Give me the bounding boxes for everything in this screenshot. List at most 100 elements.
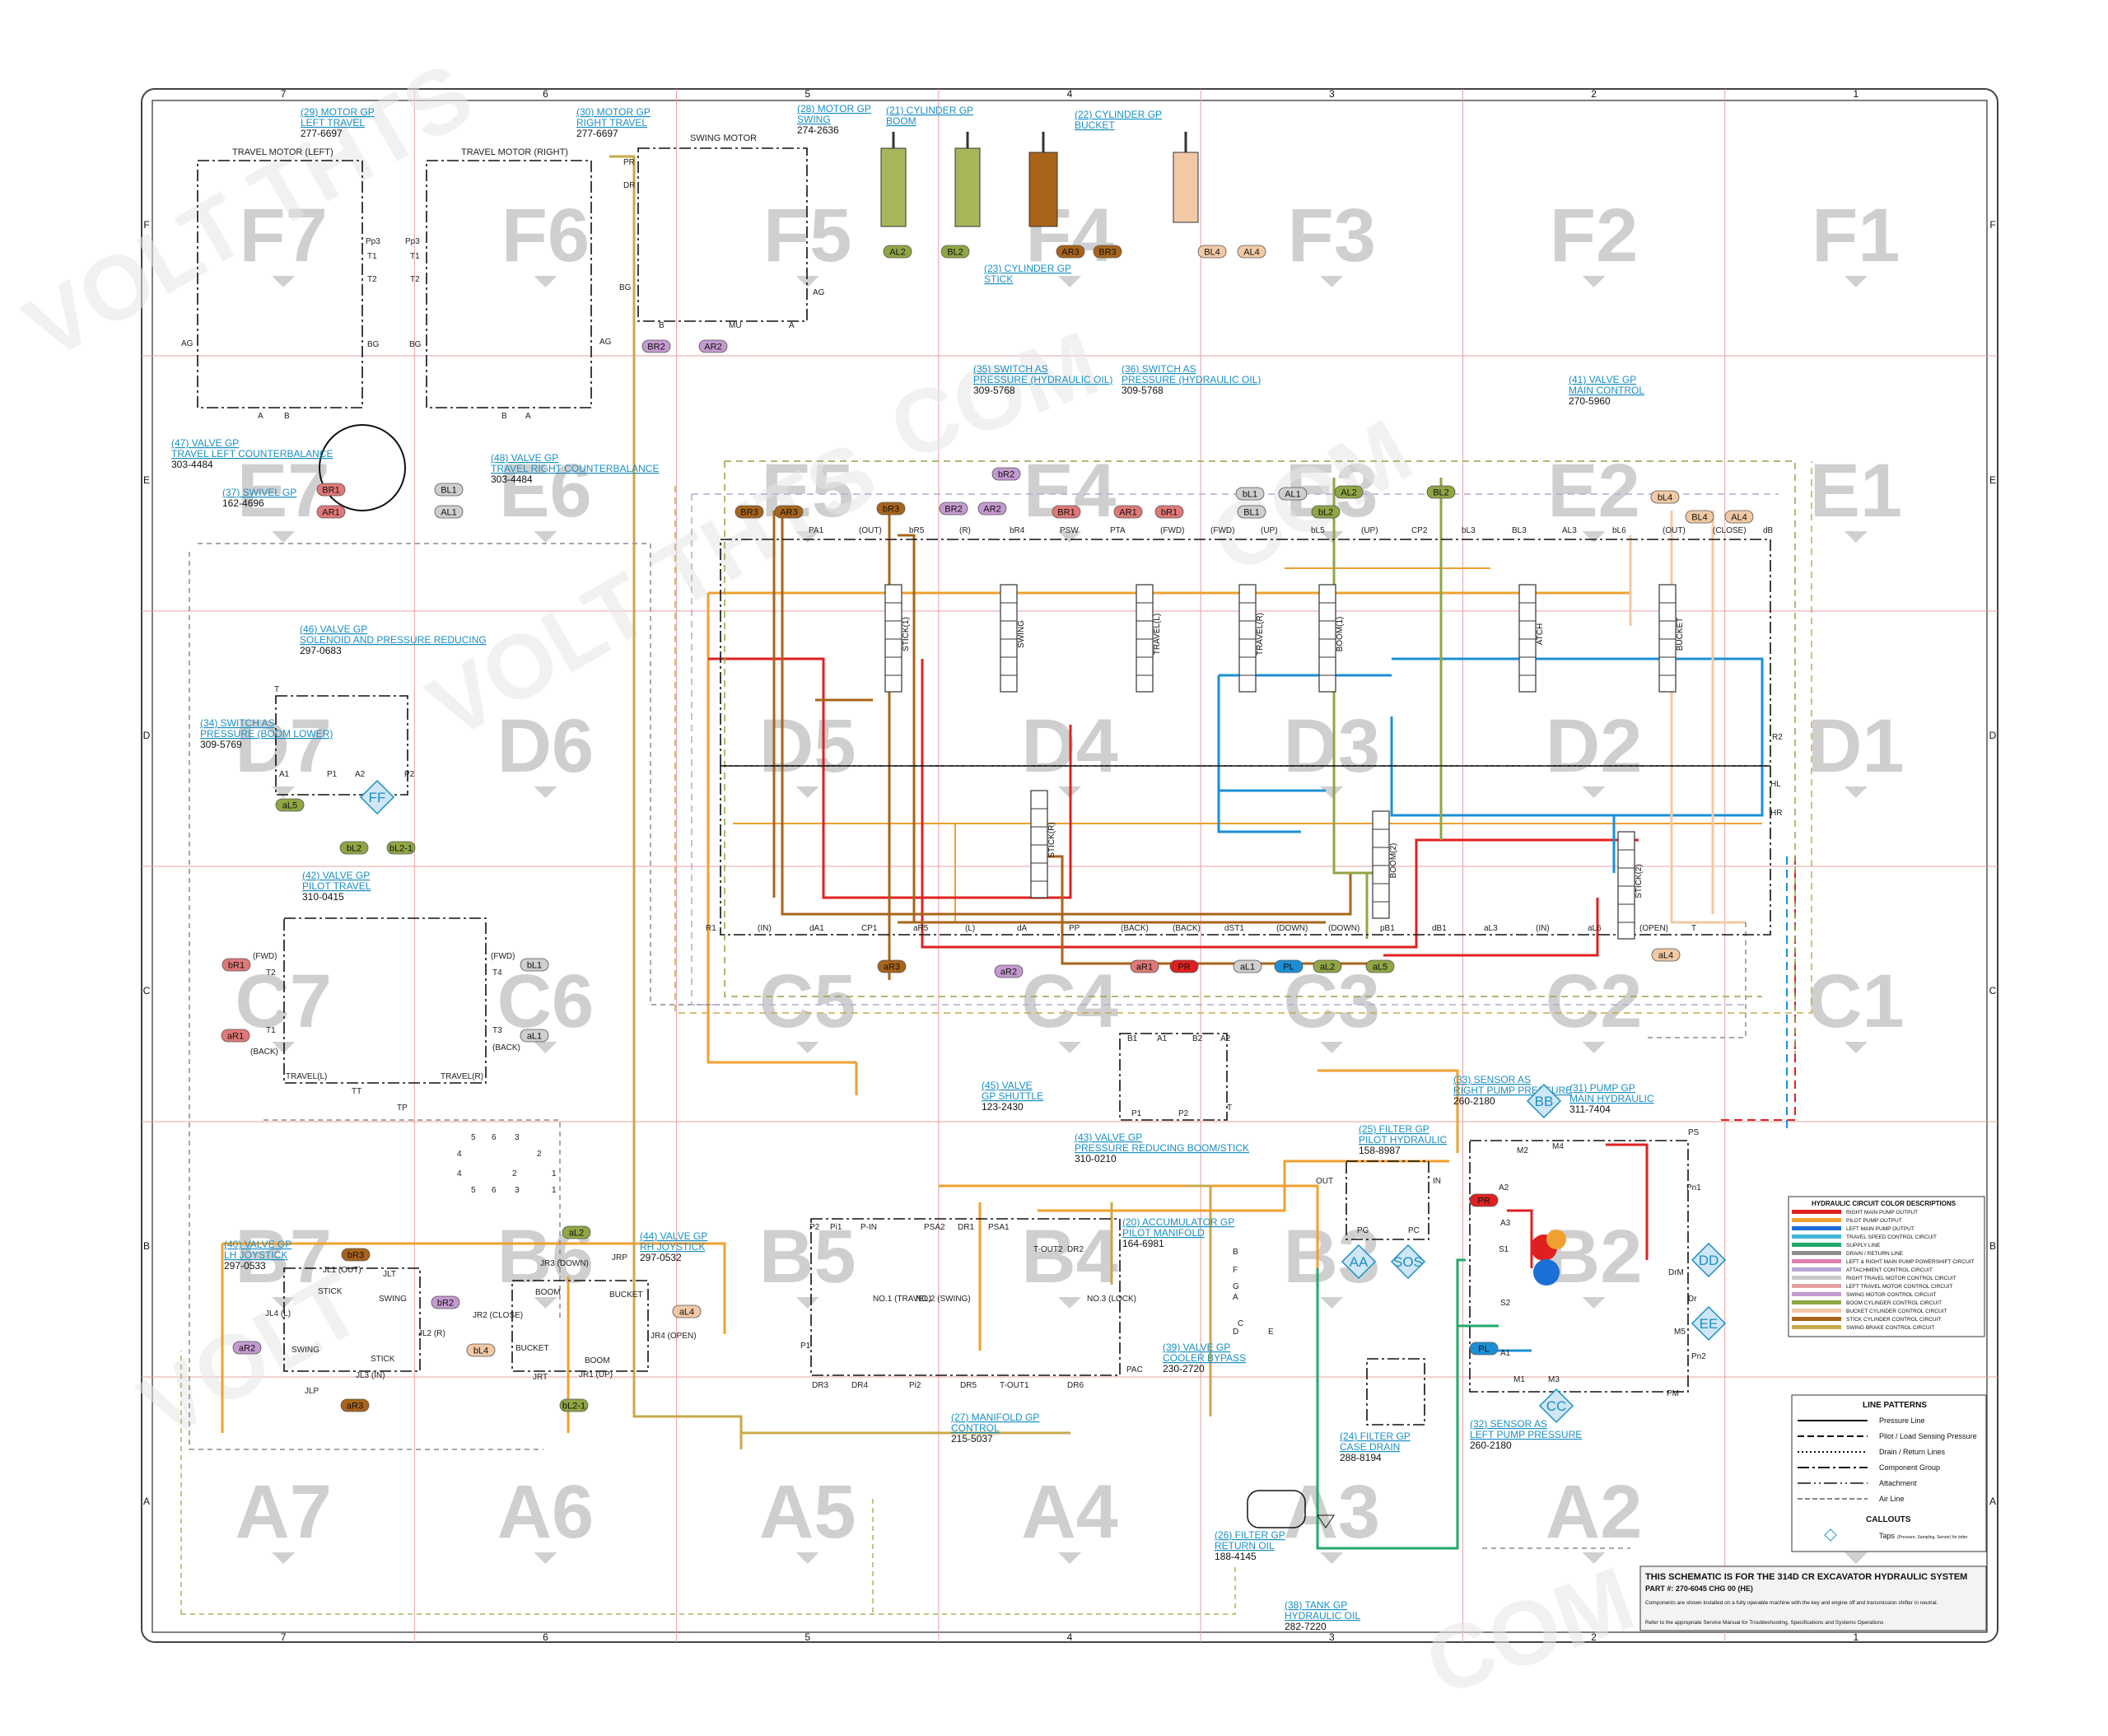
callout-ref[interactable]: (48) VALVE GP bbox=[491, 452, 558, 464]
line-tag: AL2 bbox=[883, 245, 912, 259]
legend-swatch bbox=[1792, 1243, 1841, 1247]
sample-tap[interactable]: SOS bbox=[1390, 1244, 1426, 1280]
sample-tap-diamond[interactable] bbox=[1691, 1242, 1727, 1278]
callout-ref[interactable]: (29) MOTOR GP bbox=[301, 106, 375, 118]
callout-ref[interactable]: (39) VALVE GP bbox=[1163, 1342, 1230, 1353]
zone-label: D7 bbox=[235, 704, 332, 788]
callout-ref[interactable]: (21) CYLINDER GP bbox=[886, 105, 973, 116]
line-tag-pill bbox=[1724, 510, 1754, 524]
callout-ref[interactable]: (31) PUMP GP bbox=[1569, 1082, 1635, 1094]
pump-port: M3 bbox=[1548, 1375, 1560, 1384]
pattern-attachment: Attachment bbox=[1879, 1479, 1917, 1487]
line-tag-pill bbox=[1365, 959, 1395, 973]
sample-tap-diamond[interactable] bbox=[1390, 1244, 1426, 1280]
sample-tap[interactable]: CC bbox=[1538, 1388, 1574, 1424]
sample-tap-diamond[interactable] bbox=[1691, 1305, 1727, 1342]
sample-tap[interactable]: AA bbox=[1341, 1244, 1377, 1280]
motor-port: BG bbox=[367, 340, 380, 349]
sample-tap-diamond[interactable] bbox=[359, 779, 395, 815]
motor-port: BG bbox=[619, 283, 632, 292]
callout-ref[interactable]: (36) SWITCH AS bbox=[1122, 363, 1196, 375]
zone-label: E4 bbox=[1024, 449, 1117, 533]
legend-item: LEFT TRAVEL MOTOR CONTROL CIRCUIT bbox=[1846, 1284, 1952, 1290]
callout-ref[interactable]: (20) ACCUMULATOR GP bbox=[1122, 1216, 1234, 1228]
callout-ref[interactable]: (44) VALVE GP bbox=[640, 1230, 707, 1242]
callout-ref[interactable]: (38) TANK GP bbox=[1285, 1599, 1347, 1611]
sample-tap-diamond[interactable] bbox=[1538, 1388, 1574, 1424]
callout-ref[interactable]: (45) VALVE bbox=[982, 1080, 1033, 1091]
sample-tap[interactable]: DD bbox=[1691, 1242, 1727, 1278]
callout-ref[interactable]: (40) VALVE GP bbox=[224, 1239, 291, 1250]
sample-tap-diamond[interactable] bbox=[1341, 1244, 1377, 1280]
sample-tap[interactable]: BB bbox=[1526, 1083, 1562, 1119]
callout-ref[interactable]: (47) VALVE GP bbox=[171, 437, 239, 449]
callout-ref[interactable]: (24) FILTER GP bbox=[1340, 1430, 1411, 1442]
valve-port-top: (UP) bbox=[1361, 526, 1378, 535]
callout-ref[interactable]: (37) SWIVEL GP bbox=[222, 487, 296, 498]
callout-ref[interactable]: (34) SWITCH AS bbox=[200, 717, 275, 729]
callout-ref[interactable]: (23) CYLINDER GP bbox=[984, 263, 1071, 274]
line-tag-text: aR2 bbox=[239, 1344, 255, 1354]
callout-ref[interactable]: (26) FILTER GP bbox=[1215, 1529, 1285, 1541]
sample-tap[interactable]: EE bbox=[1691, 1305, 1727, 1342]
note-installed: Components are shown installed on a full… bbox=[1645, 1600, 1938, 1606]
motor-port: AG bbox=[181, 339, 194, 348]
line-tag: BL2 bbox=[1426, 485, 1456, 499]
callout-ref[interactable]: (42) VALVE GP bbox=[302, 870, 370, 881]
line-tag: AL1 bbox=[434, 505, 464, 519]
callout-ref[interactable]: (30) MOTOR GP bbox=[576, 106, 651, 118]
callout-ref[interactable]: (22) CYLINDER GP bbox=[1075, 109, 1162, 120]
accumulator-port: G bbox=[1233, 1282, 1239, 1291]
callout-ref[interactable]: (35) SWITCH AS bbox=[973, 363, 1048, 375]
pilot-travel-port: TRAVEL(L) bbox=[286, 1072, 327, 1081]
sample-tap-diamond[interactable] bbox=[1526, 1083, 1562, 1119]
callout-ref[interactable]: (43) VALVE GP bbox=[1075, 1132, 1142, 1143]
pump-port: A1 bbox=[1500, 1349, 1511, 1358]
callout-ref[interactable]: (28) MOTOR GP bbox=[797, 103, 871, 114]
manifold-port: P1 bbox=[800, 1342, 811, 1351]
legend-item: DRAIN / RETURN LINE bbox=[1846, 1251, 1904, 1257]
motor-port: DR bbox=[623, 181, 635, 190]
callout-ref[interactable]: (32) SENSOR AS bbox=[1470, 1418, 1547, 1430]
callout-ref[interactable]: (46) VALVE GP bbox=[300, 623, 367, 635]
line-tag-text: PL bbox=[1478, 1345, 1489, 1355]
lh-joystick-port: JL1 (OUT) bbox=[323, 1266, 361, 1275]
callout-ref[interactable]: (27) MANIFOLD GP bbox=[951, 1412, 1039, 1423]
sample-tap[interactable]: FF bbox=[359, 779, 395, 815]
zone-arrow bbox=[534, 1552, 557, 1564]
line-tag-pill bbox=[562, 1225, 591, 1239]
callout-ref[interactable]: (25) FILTER GP bbox=[1359, 1123, 1429, 1135]
line-tag: aR2 bbox=[994, 964, 1024, 978]
callout-ref[interactable]: (33) SENSOR AS bbox=[1453, 1074, 1531, 1085]
callout-ref[interactable]: (41) VALVE GP bbox=[1569, 374, 1636, 385]
